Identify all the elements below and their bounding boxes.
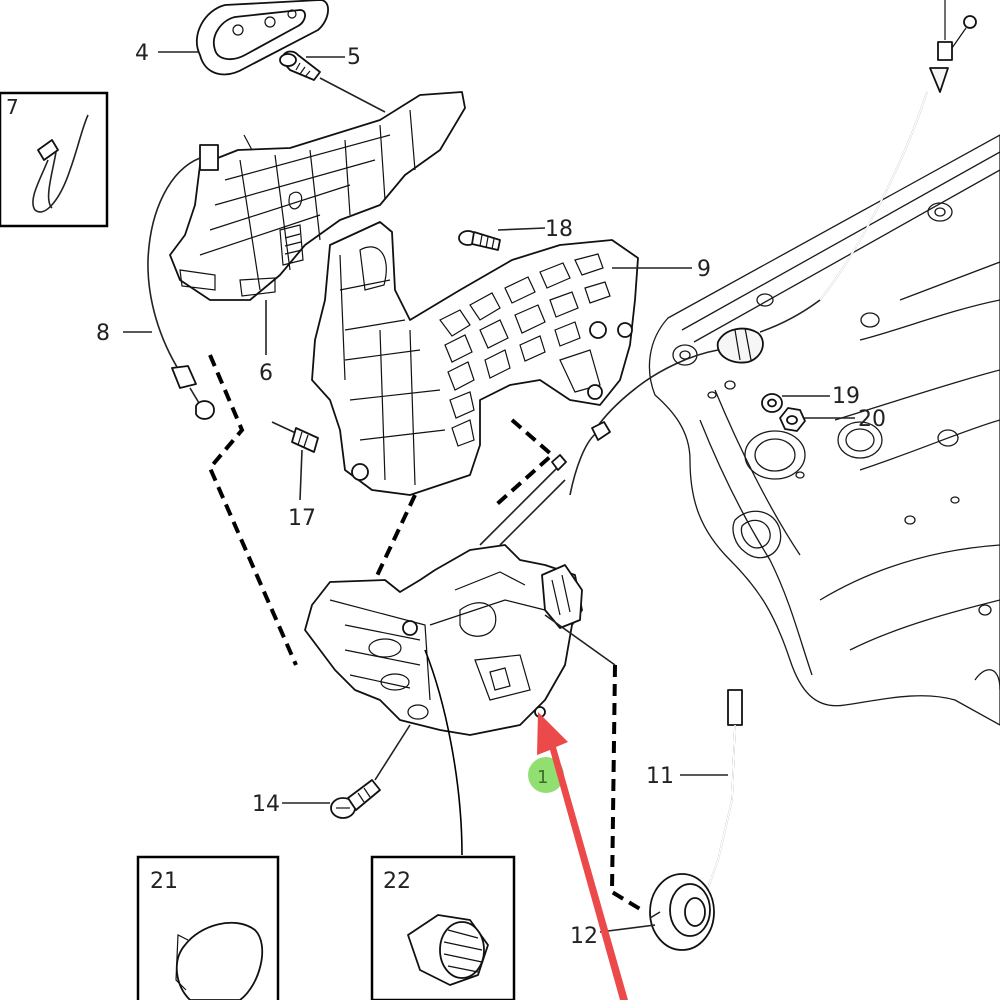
part-18-bolt <box>458 230 501 251</box>
part-9-bracket <box>311 221 639 496</box>
label-11: 11 <box>646 764 674 789</box>
box-7 <box>0 91 109 228</box>
label-6: 6 <box>259 361 273 386</box>
outer-release-cable <box>594 0 977 431</box>
label-18: 18 <box>545 217 573 242</box>
door-inner-panel <box>648 134 1000 726</box>
label-5: 5 <box>347 45 361 70</box>
label-22: 22 <box>383 869 411 894</box>
part-14-screw <box>330 724 411 819</box>
part-12-grommet <box>649 873 715 951</box>
part-1-lock-body <box>304 421 616 736</box>
part-17-pin <box>271 421 319 453</box>
label-20: 20 <box>858 407 886 432</box>
part-20-nut <box>779 407 806 432</box>
part-4-handle-gasket <box>195 0 329 76</box>
part-5-screw <box>279 50 321 81</box>
label-4: 4 <box>135 41 149 66</box>
part-19-washer <box>761 393 783 413</box>
leader-lines <box>123 51 855 933</box>
part-8-cable <box>147 157 215 420</box>
part-6-handle-carrier <box>169 91 466 301</box>
label-17: 17 <box>288 506 316 531</box>
label-7: 7 <box>6 95 19 119</box>
dashed-assembly-lines <box>207 354 647 914</box>
label-14: 14 <box>252 792 280 817</box>
red-arrow <box>537 712 628 1000</box>
label-8: 8 <box>96 321 110 346</box>
lock-wiring-harness <box>424 649 463 856</box>
callout-labels: 4 5 7 8 6 18 9 17 19 20 14 1 11 12 21 22 <box>6 41 886 949</box>
label-12: 12 <box>570 924 598 949</box>
label-21: 21 <box>150 869 178 894</box>
part-11-rod <box>699 689 743 911</box>
label-1: 1 <box>537 767 548 788</box>
box-22 <box>370 855 516 1000</box>
box-21 <box>136 855 280 1000</box>
label-19: 19 <box>832 384 860 409</box>
label-9: 9 <box>697 257 711 282</box>
